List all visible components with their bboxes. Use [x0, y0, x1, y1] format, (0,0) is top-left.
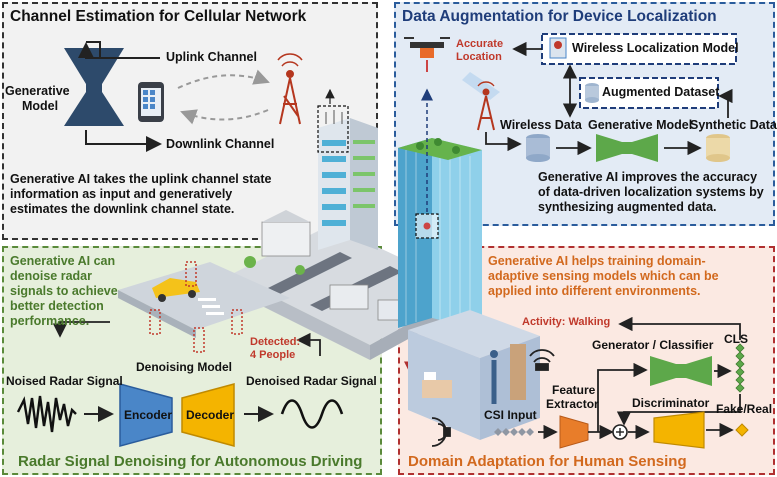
uplink-channel-label: Uplink Channel	[166, 50, 257, 64]
fake-real-output-icon	[735, 423, 749, 437]
cls-label: CLS	[724, 332, 748, 346]
generative-model-label: Generative Model	[588, 118, 693, 132]
channel-panel-title: Channel Estimation for Cellular Network	[10, 8, 307, 25]
denoised-signal-wave	[280, 399, 344, 429]
feature-extractor-shape	[559, 415, 589, 449]
denoising-model-label: Denoising Model	[136, 360, 232, 374]
smartphone-icon	[138, 82, 164, 122]
street-scene	[118, 261, 290, 353]
encoder-label: Encoder	[124, 408, 173, 422]
left-tower	[317, 105, 378, 250]
augmented-dataset-label: Augmented Dataset	[602, 85, 720, 99]
discriminator-label: Discriminator	[632, 396, 710, 410]
decoder-shape	[181, 383, 235, 447]
denoised-radar-signal-label: Denoised Radar Signal	[246, 374, 377, 388]
feature-extractor-label-2: Extractor	[546, 397, 599, 411]
database-icon-augmented	[585, 83, 599, 103]
glass-building	[398, 138, 482, 330]
room-scene	[408, 310, 540, 440]
encoder-shape	[119, 383, 173, 447]
feature-extractor-label-1: Feature	[552, 383, 596, 397]
cell-tower-icon-channel	[277, 53, 303, 125]
decoder-label: Decoder	[186, 408, 235, 422]
detected-label-2: 4 People	[250, 349, 296, 361]
fake-real-label: Fake/Real	[716, 402, 773, 416]
radar-panel-title: Radar Signal Denoising for Autonomous Dr…	[18, 453, 363, 470]
detected-label-1: Detected:	[250, 336, 301, 348]
generative-model-shape	[64, 48, 124, 126]
accurate-location-label-2: Location	[456, 51, 502, 63]
noised-radar-signal-label: Noised Radar Signal	[6, 374, 123, 388]
wifi-router-right-icon	[529, 349, 555, 371]
cell-tower-icon-localization	[477, 81, 495, 131]
generator-hourglass-localization	[596, 134, 658, 162]
wireless-localization-model-label: Wireless Localization Model	[572, 41, 739, 55]
localization-panel-title: Data Augmentation for Device Localizatio…	[402, 8, 717, 25]
generator-classifier-shape	[650, 356, 712, 386]
discriminator-shape	[653, 411, 705, 449]
activity-walking-label: Activity: Walking	[522, 316, 611, 328]
radar-description: Generative AI can denoise radar signals …	[10, 254, 118, 328]
sensing-panel-title: Domain Adaptation for Human Sensing	[408, 453, 687, 470]
database-icon-synthetic	[706, 134, 730, 162]
wireless-data-label: Wireless Data	[500, 118, 582, 132]
sensing-description: Generative AI helps training domain- ada…	[488, 254, 719, 298]
drone-icon	[404, 37, 450, 72]
database-icon-wireless	[526, 134, 550, 162]
accurate-location-label-1: Accurate	[456, 38, 504, 50]
csi-input-sequence	[494, 428, 534, 436]
generative-model-label-2: Model	[22, 99, 59, 113]
synthetic-data-label: Synthetic Data	[690, 118, 777, 132]
noised-signal-wave	[16, 395, 77, 433]
csi-input-label: CSI Input	[484, 408, 537, 422]
cls-token-stack	[735, 343, 745, 393]
wifi-router-left-icon	[431, 417, 451, 447]
localization-description: Generative AI improves the accuracy of d…	[538, 170, 764, 214]
downlink-channel-label: Downlink Channel	[166, 137, 275, 151]
generative-model-label-1: Generative	[5, 84, 70, 98]
generator-classifier-label: Generator / Classifier	[592, 338, 714, 352]
map-pin-icon	[549, 37, 567, 59]
channel-description: Generative AI takes the uplink channel s…	[10, 172, 272, 216]
